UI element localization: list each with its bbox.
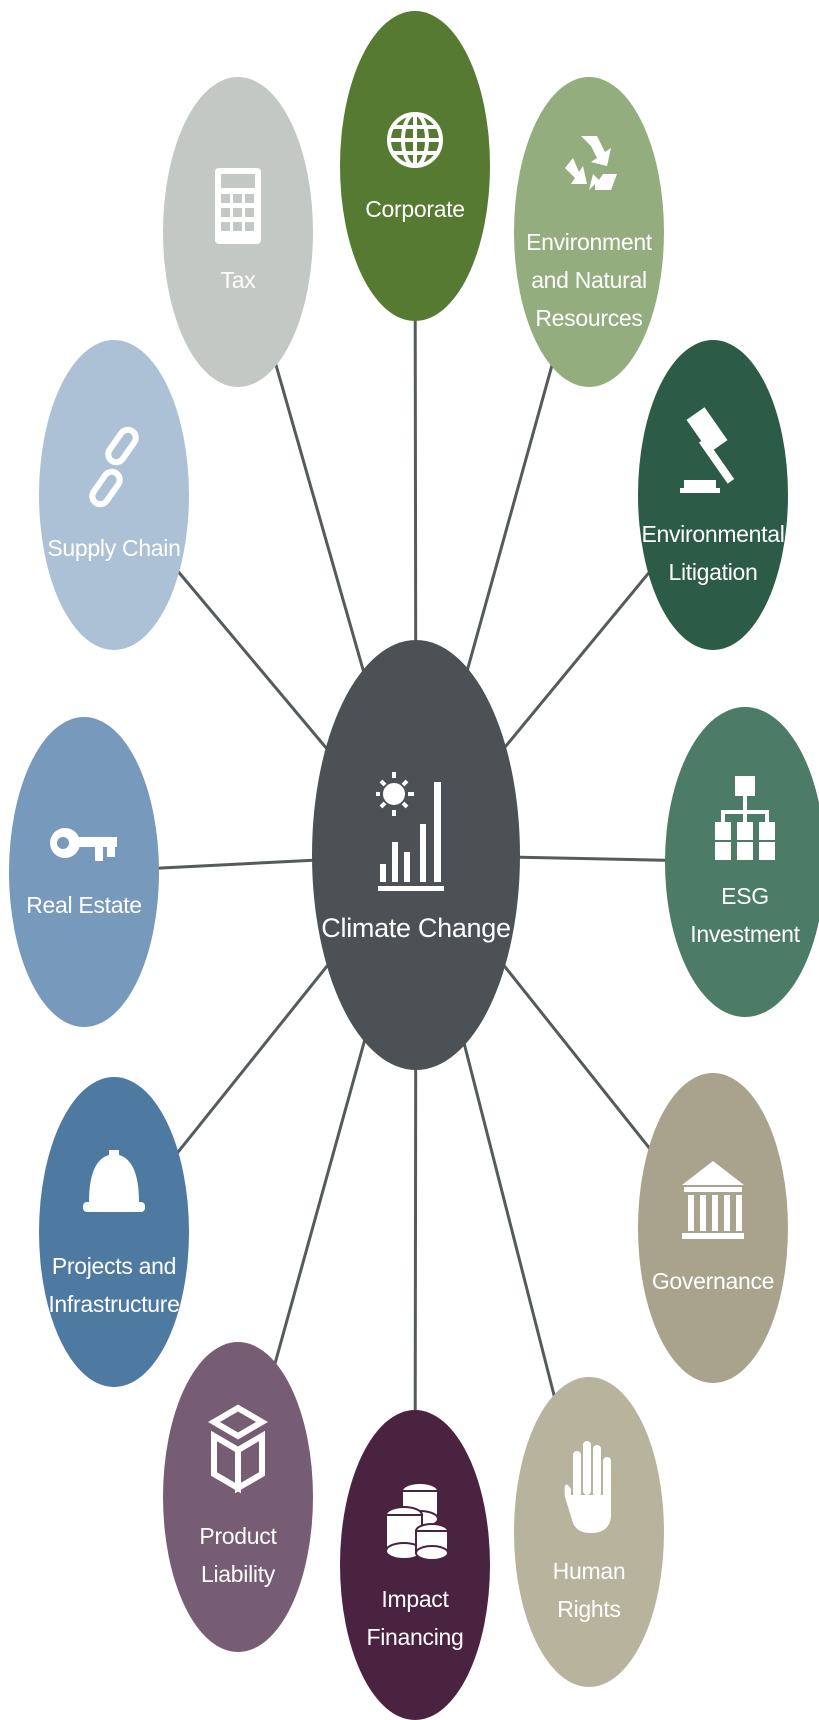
gavel-icon (678, 400, 748, 505)
calculator-icon (213, 166, 263, 251)
node-impact[interactable]: Impact Financing (340, 1410, 490, 1720)
coins-icon (380, 1475, 450, 1570)
node-projects[interactable]: Projects and Infrastructure (39, 1077, 189, 1387)
node-label: Environment and Natural Resources (526, 228, 652, 331)
sun-bar-chart-icon (374, 764, 456, 899)
node-corporate[interactable]: Corporate (340, 11, 490, 321)
node-label: Impact Financing (366, 1585, 464, 1650)
node-label: Human Rights (552, 1557, 626, 1622)
chain-link-icon (84, 424, 144, 519)
node-litigation[interactable]: Environmental Litigation (638, 340, 788, 650)
node-esg[interactable]: ESG Investment (665, 707, 819, 1017)
node-label: Environmental Litigation (641, 520, 785, 585)
box-icon (208, 1402, 268, 1507)
node-tax[interactable]: Tax (163, 77, 313, 387)
node-real-estate[interactable]: Real Estate (9, 717, 159, 1027)
node-label: Supply Chain (47, 534, 181, 561)
node-label: Corporate (365, 195, 465, 222)
center-label: Climate Change (321, 912, 511, 943)
node-environment[interactable]: Environment and Natural Resources (514, 77, 664, 387)
node-label: Tax (220, 266, 256, 293)
node-governance[interactable]: Governance (638, 1073, 788, 1383)
node-human-rights[interactable]: Human Rights (514, 1377, 664, 1687)
hard-hat-icon (79, 1142, 149, 1237)
center-node-climate-change[interactable]: Climate Change (312, 640, 520, 1070)
node-label: Product Liability (199, 1522, 277, 1587)
org-chart-icon (715, 772, 775, 867)
globe-icon (385, 105, 445, 180)
recycle-icon (559, 128, 619, 213)
bank-building-icon (678, 1157, 748, 1252)
hand-icon (561, 1437, 617, 1542)
node-label: Governance (651, 1267, 775, 1294)
node-label: Real Estate (26, 891, 142, 918)
node-label: ESG Investment (690, 882, 800, 947)
node-product[interactable]: Product Liability (163, 1342, 313, 1652)
node-label: Projects and Infrastructure (48, 1252, 180, 1317)
key-icon (49, 821, 119, 876)
node-supply-chain[interactable]: Supply Chain (39, 340, 189, 650)
